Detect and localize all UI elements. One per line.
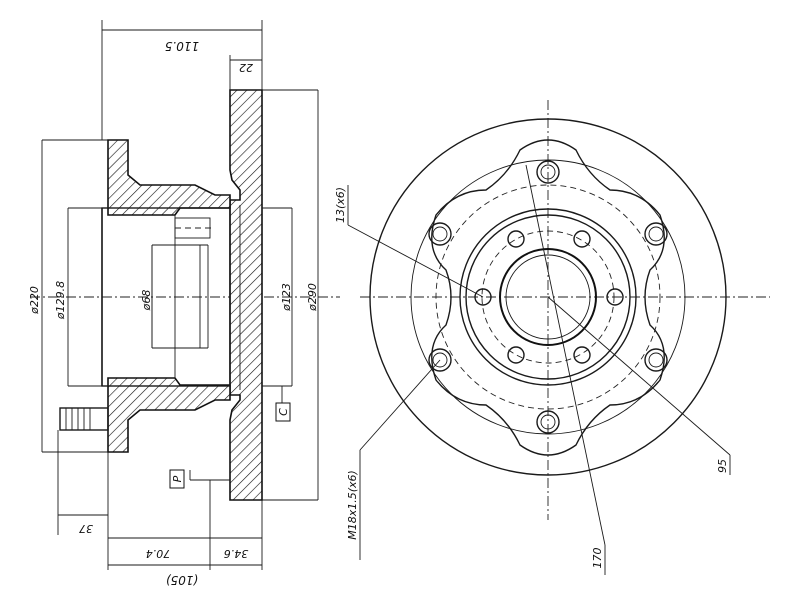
inner-holes: [474, 230, 624, 364]
leader-m18: [359, 359, 441, 451]
datum-c-box: [275, 402, 291, 422]
label-13x6: 13(x6): [334, 187, 347, 223]
outer-hole-1: [536, 160, 560, 184]
outer-hole-6: [428, 222, 452, 246]
front-view: 13(x6) M18x1.5(x6) 95 170: [334, 100, 770, 575]
dim-22: 22: [239, 61, 253, 74]
section-view: 110.5 22 ø220 ø129.8 ø68 ø123 ø290 37 70…: [28, 20, 340, 587]
dim-37: 37: [79, 522, 93, 535]
disc-section: [229, 89, 263, 501]
dim-290: ø290: [306, 283, 319, 312]
hub-scallop: [431, 139, 665, 456]
label-95: 95: [716, 459, 729, 473]
dim-129-8: ø129.8: [54, 281, 67, 320]
disc-inner-ring: [410, 159, 686, 435]
pcd-circle-outer: [435, 184, 661, 410]
hub-lower-section: [107, 377, 231, 453]
outer-hole-5: [428, 348, 452, 372]
outer-hole-3: [644, 348, 668, 372]
leader-13: [347, 224, 484, 298]
inner-hole-2: [573, 230, 591, 248]
dim-110-5: 110.5: [165, 39, 199, 53]
inner-hole-1: [507, 230, 525, 248]
datum-c: C: [277, 408, 290, 416]
dim-34-6: 34.6: [224, 547, 249, 560]
dim-68: ø68: [140, 290, 153, 312]
inner-hole-5: [507, 346, 525, 364]
center-bore: [499, 248, 597, 346]
leader-170: [525, 164, 606, 546]
pcd-circle-inner: [481, 230, 615, 364]
dim-105: (105): [166, 573, 198, 587]
dim-70-4: 70.4: [146, 547, 171, 560]
hub-flange: [459, 208, 637, 386]
label-m18: M18x1.5(x6): [346, 470, 359, 540]
inner-hole-4: [573, 346, 591, 364]
datum-p: P: [171, 475, 184, 482]
label-170: 170: [591, 548, 604, 569]
inner-hole-3: [606, 288, 624, 306]
outer-hole-2: [644, 222, 668, 246]
datum-p-box: [169, 469, 185, 489]
outer-holes: [428, 160, 668, 434]
outer-hole-4: [536, 410, 560, 434]
leader-95: [547, 296, 731, 456]
hub-upper-section: [107, 139, 231, 216]
dim-220: ø220: [28, 286, 41, 315]
disc-outer: [369, 118, 727, 476]
dim-123: ø123: [280, 283, 293, 312]
inner-hole-6: [474, 288, 492, 306]
